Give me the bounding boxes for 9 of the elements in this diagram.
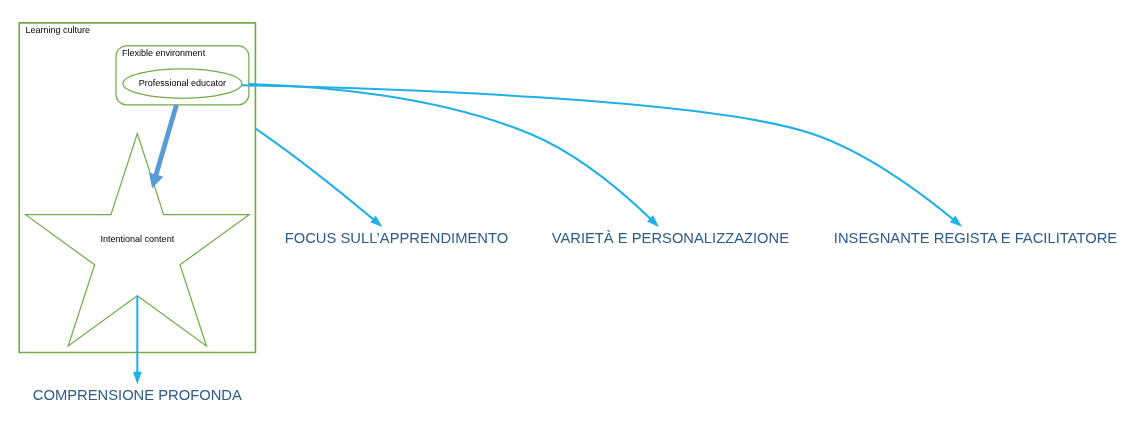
node-text: INSEGNANTE REGISTA E FACILITATORE: [833, 229, 1118, 246]
arrow: [148, 103, 179, 188]
node-text: COMPRENSIONE PROFONDA: [32, 386, 242, 403]
node-text: VARIETÀ E PERSONALIZZAZIONE: [551, 229, 790, 246]
arrow: [254, 127, 383, 227]
node-text: FOCUS SULL’APPRENDIMENTO: [284, 229, 509, 246]
node-ellipse: Professional educator: [122, 67, 243, 99]
arrow: [241, 83, 963, 227]
arrow: [248, 82, 659, 227]
